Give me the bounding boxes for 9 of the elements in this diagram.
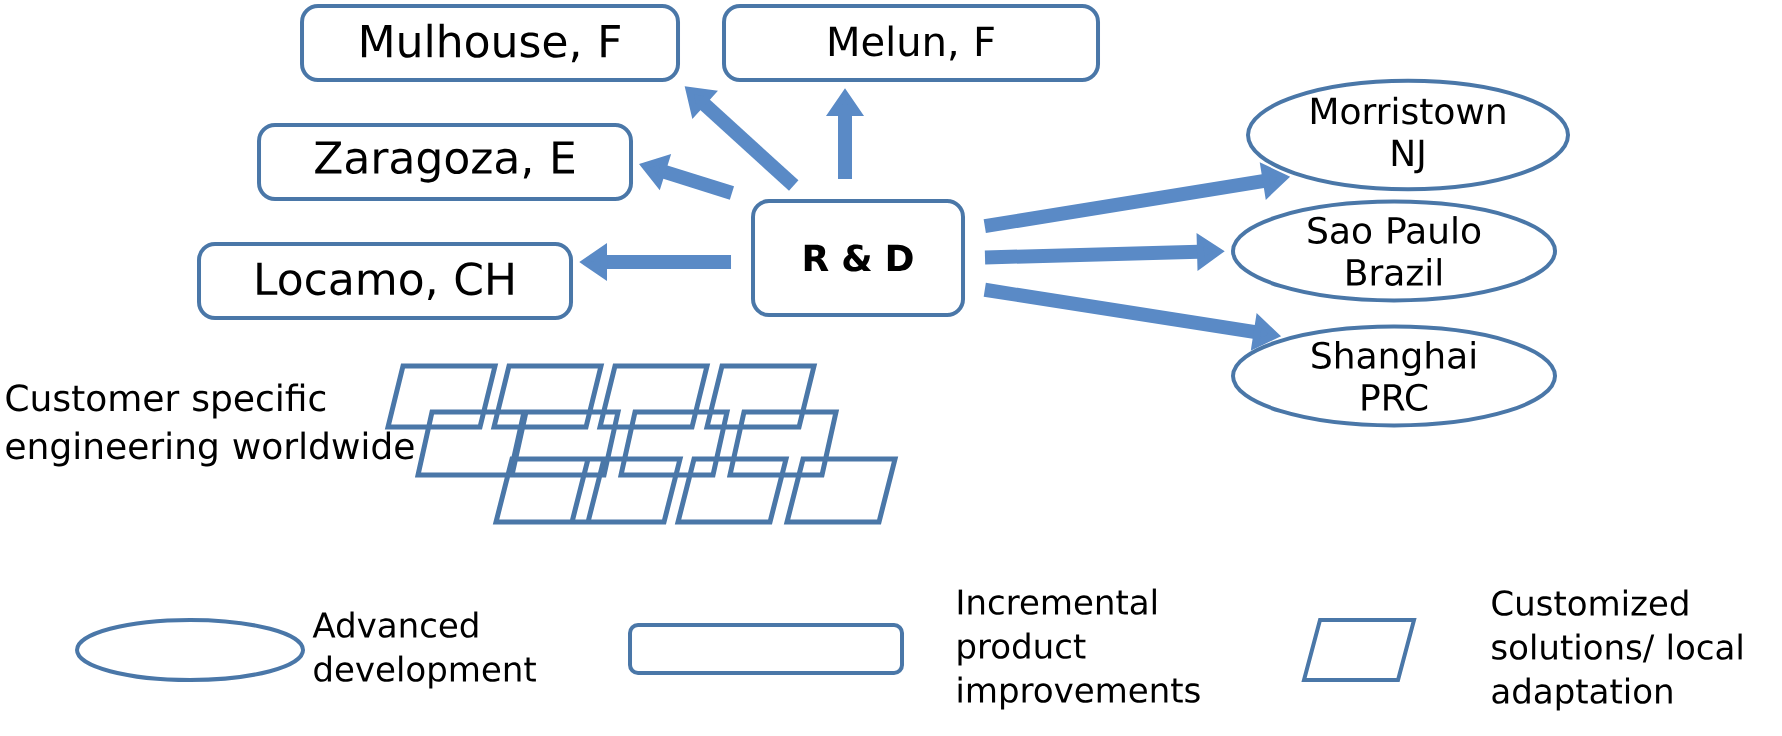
site-box: Locamo, CH (197, 242, 573, 320)
site-box: Zaragoza, E (257, 123, 633, 201)
site-box: R & D (751, 199, 965, 317)
site-box: Mulhouse, F (300, 4, 680, 82)
legend-text: Incremental product improvements (958, 588, 1200, 710)
site-box: Melun, F (722, 4, 1100, 82)
legend-text: Customized solutions/ local adaptation (1492, 589, 1742, 711)
legend-text: Advanced development (312, 611, 536, 689)
note-text: Customer specific engineering worldwide (6, 383, 414, 467)
